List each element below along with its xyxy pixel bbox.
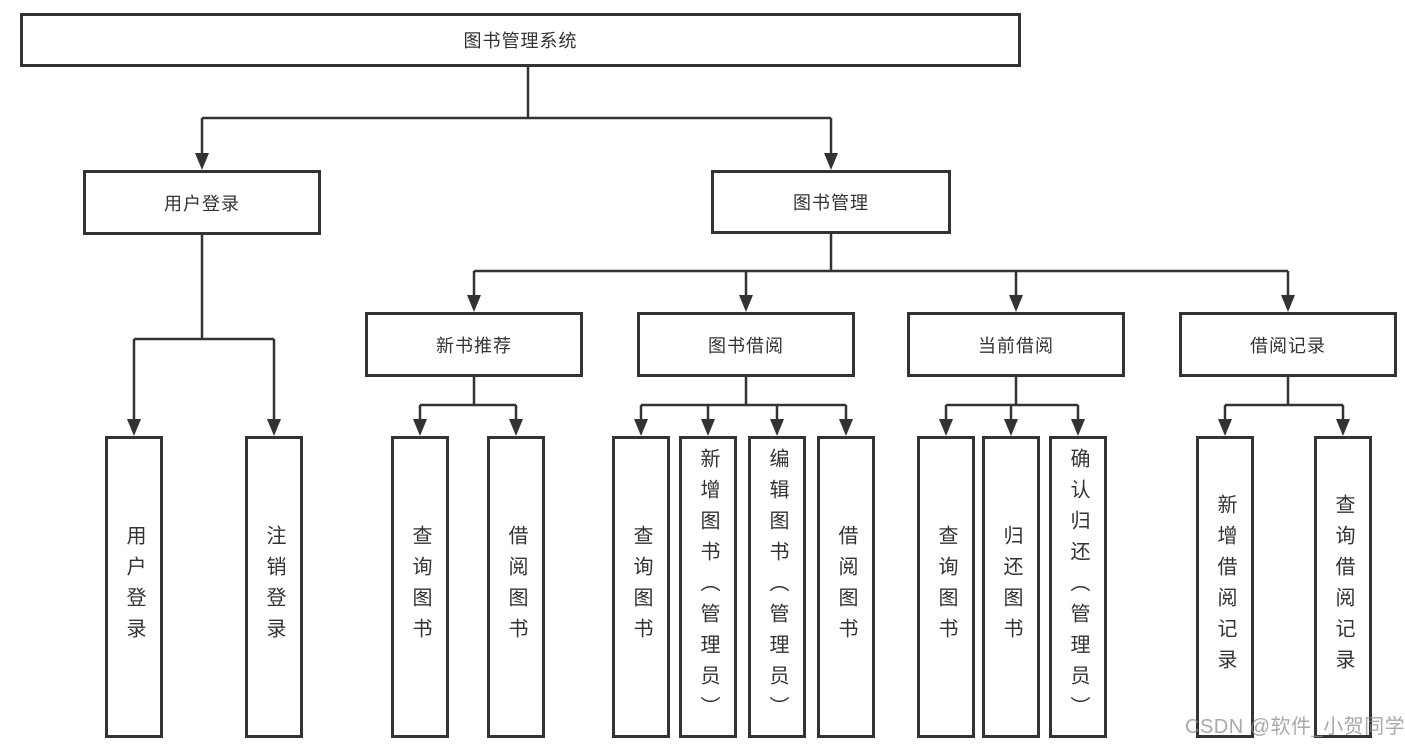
leaf-cb-return-books: 归还图书 — [982, 436, 1040, 738]
arrowheads — [127, 153, 1350, 436]
leaf-nbr-borrow-books: 借阅图书 — [487, 436, 545, 738]
node-current-borrowing: 当前借阅 — [907, 312, 1125, 377]
leaf-br-query-record: 查询借阅记录 — [1314, 436, 1372, 738]
leaf-logout: 注销登录 — [245, 436, 303, 738]
leaf-bb-borrow-books: 借阅图书 — [817, 436, 875, 738]
node-borrowing-records: 借阅记录 — [1179, 312, 1397, 377]
node-book-management: 图书管理 — [711, 170, 951, 234]
leaf-user-login: 用户登录 — [105, 436, 163, 738]
leaf-cb-query-books: 查询图书 — [917, 436, 975, 738]
leaf-bb-edit-books-admin: 编辑图书（管理员） — [748, 436, 806, 738]
node-book-borrowing: 图书借阅 — [637, 312, 855, 377]
node-new-book-recommend: 新书推荐 — [365, 312, 583, 377]
leaf-br-add-record: 新增借阅记录 — [1196, 436, 1254, 738]
node-library-management-system: 图书管理系统 — [20, 13, 1021, 67]
leaf-bb-query-books: 查询图书 — [612, 436, 670, 738]
watermark-text: CSDN @软件_小贺同学 — [1185, 716, 1405, 738]
leaf-cb-confirm-return-admin: 确认归还（管理员） — [1049, 436, 1107, 738]
node-user-login: 用户登录 — [83, 170, 321, 235]
leaf-nbr-query-books: 查询图书 — [391, 436, 449, 738]
leaf-bb-add-books-admin: 新增图书（管理员） — [679, 436, 737, 738]
